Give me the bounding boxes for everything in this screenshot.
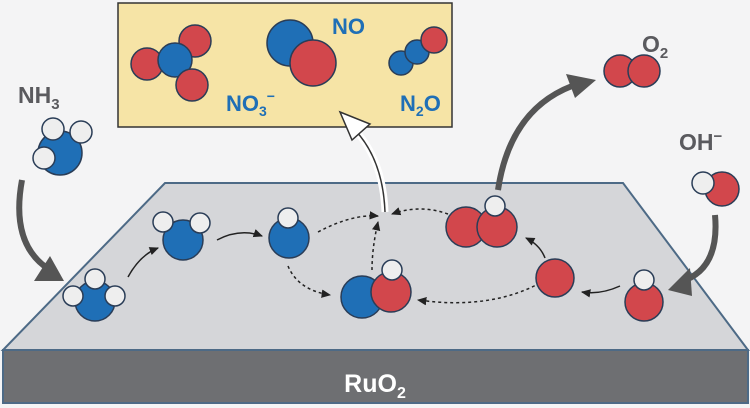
adsorption-arrow-hydroxide: [668, 214, 719, 296]
desorption-arrow-oxygen: [495, 74, 596, 191]
arrow-step-1: [127, 247, 159, 278]
adsorbed-o: [535, 258, 575, 298]
arrow-step-4: [287, 265, 332, 298]
nitrate-molecule: [130, 24, 212, 102]
oxygen-molecule-gas: [603, 54, 661, 88]
nitrous-oxide-molecule: [388, 26, 448, 76]
adsorbed-nh3: [62, 268, 126, 322]
arrow-step-9: [525, 237, 546, 259]
adsorbed-noh: [340, 259, 412, 319]
oxygen-label: O2: [642, 31, 668, 62]
product-release-arrow: [338, 110, 389, 213]
surface-front: [2, 349, 749, 404]
adsorbed-ooh: [445, 195, 518, 248]
ammonia-molecule-gas: [32, 117, 93, 176]
nitric-oxide-molecule: [266, 19, 337, 87]
arrow-step-2: [216, 229, 263, 241]
adsorbed-oh: [624, 269, 664, 322]
hydroxide-label: OH−: [679, 128, 723, 155]
arrow-step-7: [416, 282, 541, 306]
arrow-step-5: [371, 220, 381, 271]
arrow-step-3: [317, 211, 380, 233]
nitric-oxide-label: NO: [332, 14, 365, 39]
adsorbed-nh: [268, 207, 310, 259]
adsorbed-nh2: [152, 211, 211, 261]
ammonia-label: NH3: [18, 82, 60, 113]
adsorption-arrow-ammonia: [16, 179, 64, 281]
hydroxide-molecule-gas: [691, 171, 740, 207]
nitrate-label: NO3−: [226, 88, 275, 119]
arrow-step-8: [580, 285, 621, 298]
substrate-label: RuO2: [344, 370, 406, 402]
nitrous-oxide-label: N2O: [400, 91, 441, 119]
